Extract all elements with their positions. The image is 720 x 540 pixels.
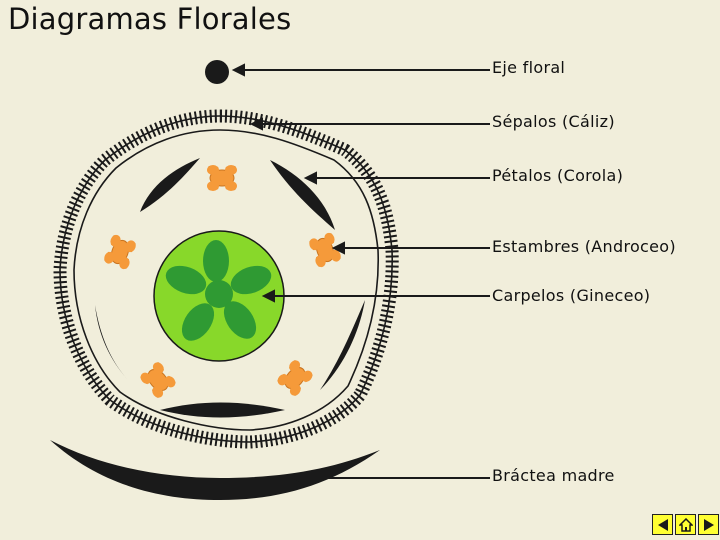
pointer-lines xyxy=(231,63,490,485)
next-icon xyxy=(703,518,714,531)
petal xyxy=(160,402,285,418)
next-button[interactable] xyxy=(698,514,719,535)
stamen xyxy=(101,232,139,272)
mother-bract xyxy=(50,440,380,500)
stamen xyxy=(206,164,238,192)
label-mother-bract: Bráctea madre xyxy=(492,466,615,485)
petal xyxy=(95,305,128,380)
previous-button[interactable] xyxy=(652,514,673,535)
label-floral-axis: Eje floral xyxy=(492,58,566,77)
label-stamens: Estambres (Androceo) xyxy=(492,237,676,256)
carpels xyxy=(165,240,272,341)
petal xyxy=(320,300,365,390)
label-carpels: Carpelos (Gineceo) xyxy=(492,286,651,305)
petal xyxy=(140,158,200,212)
label-petals: Pétalos (Corola) xyxy=(492,166,624,185)
floral-axis xyxy=(205,60,229,84)
home-icon xyxy=(678,517,693,532)
stamen xyxy=(274,357,316,399)
navigation-bar xyxy=(652,514,719,535)
petal xyxy=(270,160,335,230)
stamen xyxy=(137,359,179,401)
page-title: Diagramas Florales xyxy=(8,2,292,36)
home-button[interactable] xyxy=(675,514,696,535)
label-sepals: Sépalos (Cáliz) xyxy=(492,112,615,131)
previous-icon xyxy=(657,518,668,531)
